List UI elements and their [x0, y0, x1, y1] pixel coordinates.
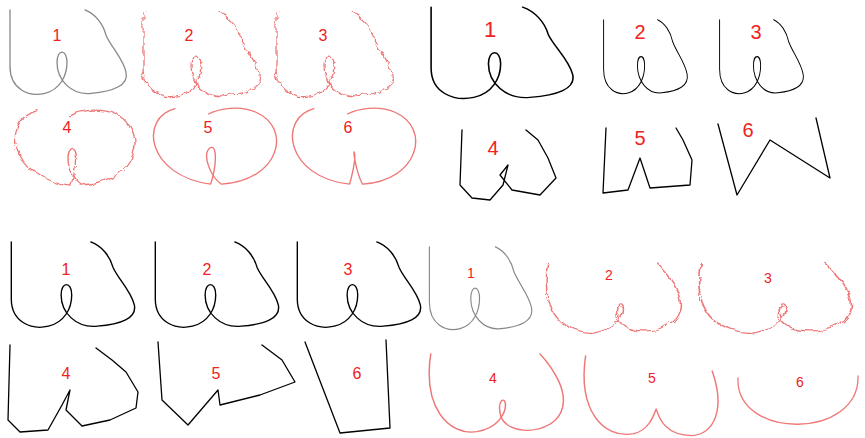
- callout-number: 6: [742, 120, 753, 140]
- callout-number: 4: [487, 138, 498, 158]
- callout-number: 2: [605, 268, 613, 282]
- callout-number: 5: [634, 128, 645, 148]
- callout-number: 1: [467, 266, 475, 280]
- callout-number: 1: [53, 28, 62, 44]
- callout-number: 4: [62, 366, 71, 382]
- callout-number: 5: [204, 120, 213, 136]
- callout-number: 5: [212, 366, 221, 382]
- callout-number: 2: [185, 28, 194, 44]
- callout-number: 4: [63, 120, 72, 136]
- callout-number: 3: [344, 262, 353, 278]
- callout-number: 5: [648, 371, 656, 385]
- callout-number: 2: [634, 22, 645, 42]
- callout-number: 1: [484, 19, 496, 41]
- callout-number: 6: [796, 375, 804, 389]
- callout-number: 1: [62, 262, 71, 278]
- callout-number: 6: [353, 366, 362, 382]
- callout-number: 3: [750, 22, 761, 42]
- callout-number: 3: [764, 271, 772, 285]
- callout-number: 6: [344, 120, 353, 136]
- callout-number: 4: [489, 371, 497, 385]
- callout-number: 3: [319, 28, 328, 44]
- callout-number: 2: [203, 262, 212, 278]
